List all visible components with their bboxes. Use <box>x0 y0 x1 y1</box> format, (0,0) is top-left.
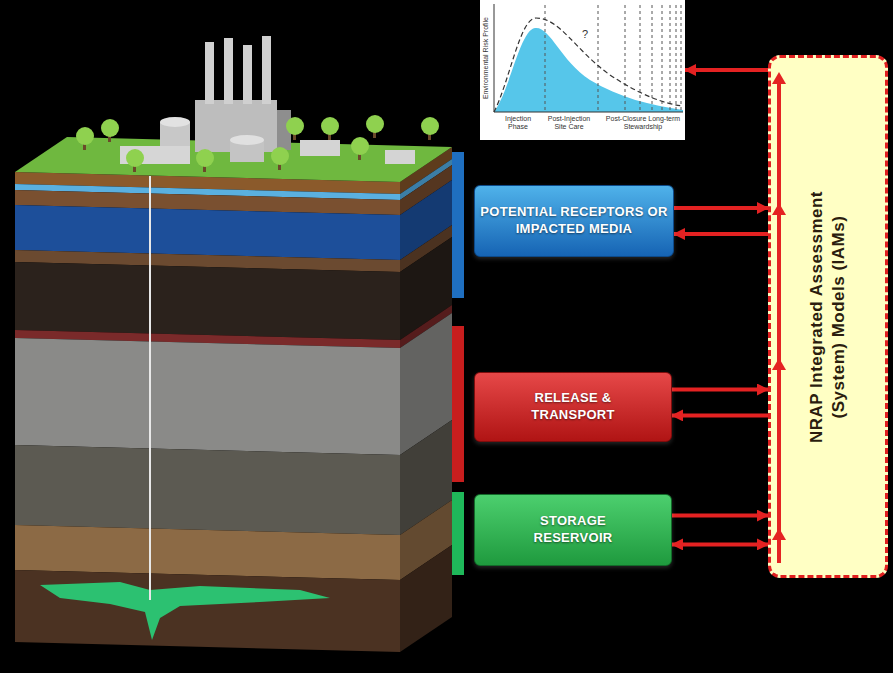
phase-divider <box>662 5 663 112</box>
tank-top <box>160 117 190 127</box>
receptor-zone-bar <box>452 152 464 298</box>
arrow-head <box>772 72 786 84</box>
reservoir-zone-bar <box>452 492 464 575</box>
phase-divider <box>625 5 626 112</box>
process-box: RELEASE & TRANSPORT <box>474 372 672 442</box>
model-frame: NRAP Integrated Assessment (System) Mode… <box>768 55 888 578</box>
phase-divider <box>652 5 653 112</box>
axis-label: Environmental Risk Profile <box>482 3 490 113</box>
axis-label: ? <box>579 28 591 41</box>
flow-arrow <box>672 413 768 417</box>
trees <box>76 115 439 172</box>
flow-arrow <box>672 388 768 392</box>
reservoir-side <box>400 545 452 652</box>
axis-label: Post-Closure Long-term Stewardship <box>604 115 682 131</box>
y-axis <box>494 4 495 112</box>
feedback-line <box>777 80 781 563</box>
frame-title: NRAP Integrated Assessment (System) Mode… <box>806 167 850 467</box>
rock-layer <box>15 445 400 535</box>
uncertainty-curve <box>494 18 683 112</box>
process-box: STORAGE RESERVOIR <box>474 494 672 566</box>
risk-area <box>494 28 683 112</box>
shale-layer <box>15 262 400 340</box>
phase-divider <box>670 5 671 112</box>
chimney <box>224 38 233 104</box>
strata <box>15 147 452 652</box>
flow-arrow <box>674 232 768 236</box>
building <box>385 150 415 164</box>
phase-divider <box>640 5 641 112</box>
arrow-head <box>772 358 786 370</box>
box-label: STORAGE RESERVOIR <box>516 513 631 547</box>
building <box>300 140 340 156</box>
injection-well <box>149 176 151 600</box>
box-label: POTENTIAL RECEPTORS OR IMPACTED MEDIA <box>480 204 668 238</box>
caprock-layer <box>15 338 400 455</box>
flow-arrow <box>685 68 768 72</box>
arrow-head <box>772 528 786 540</box>
flow-arrow <box>674 206 768 210</box>
chimney <box>243 45 252 104</box>
flow-arrow <box>672 542 768 546</box>
transport-zone-bar <box>452 326 464 482</box>
phase-divider <box>676 5 677 112</box>
tank-top <box>230 135 264 145</box>
axis-label: Post-Injection Site Care <box>542 115 596 131</box>
phase-divider <box>681 5 682 112</box>
chimney <box>205 42 214 104</box>
co2-plume <box>40 582 330 640</box>
risk-profile-chart: Environmental Risk ProfileInjection Phas… <box>480 0 685 140</box>
chimney <box>262 36 271 104</box>
phase-divider <box>598 5 599 112</box>
phase-divider <box>545 5 546 112</box>
axis-label: Injection Phase <box>496 115 540 131</box>
power-plant <box>120 36 415 164</box>
reservoir-layer <box>15 570 400 652</box>
arrow-head <box>772 203 786 215</box>
process-box: POTENTIAL RECEPTORS OR IMPACTED MEDIA <box>474 185 674 257</box>
flow-arrow <box>672 514 768 518</box>
feedback-arrows <box>771 58 885 575</box>
x-axis <box>494 112 683 113</box>
box-label: RELEASE & TRANSPORT <box>516 390 631 424</box>
